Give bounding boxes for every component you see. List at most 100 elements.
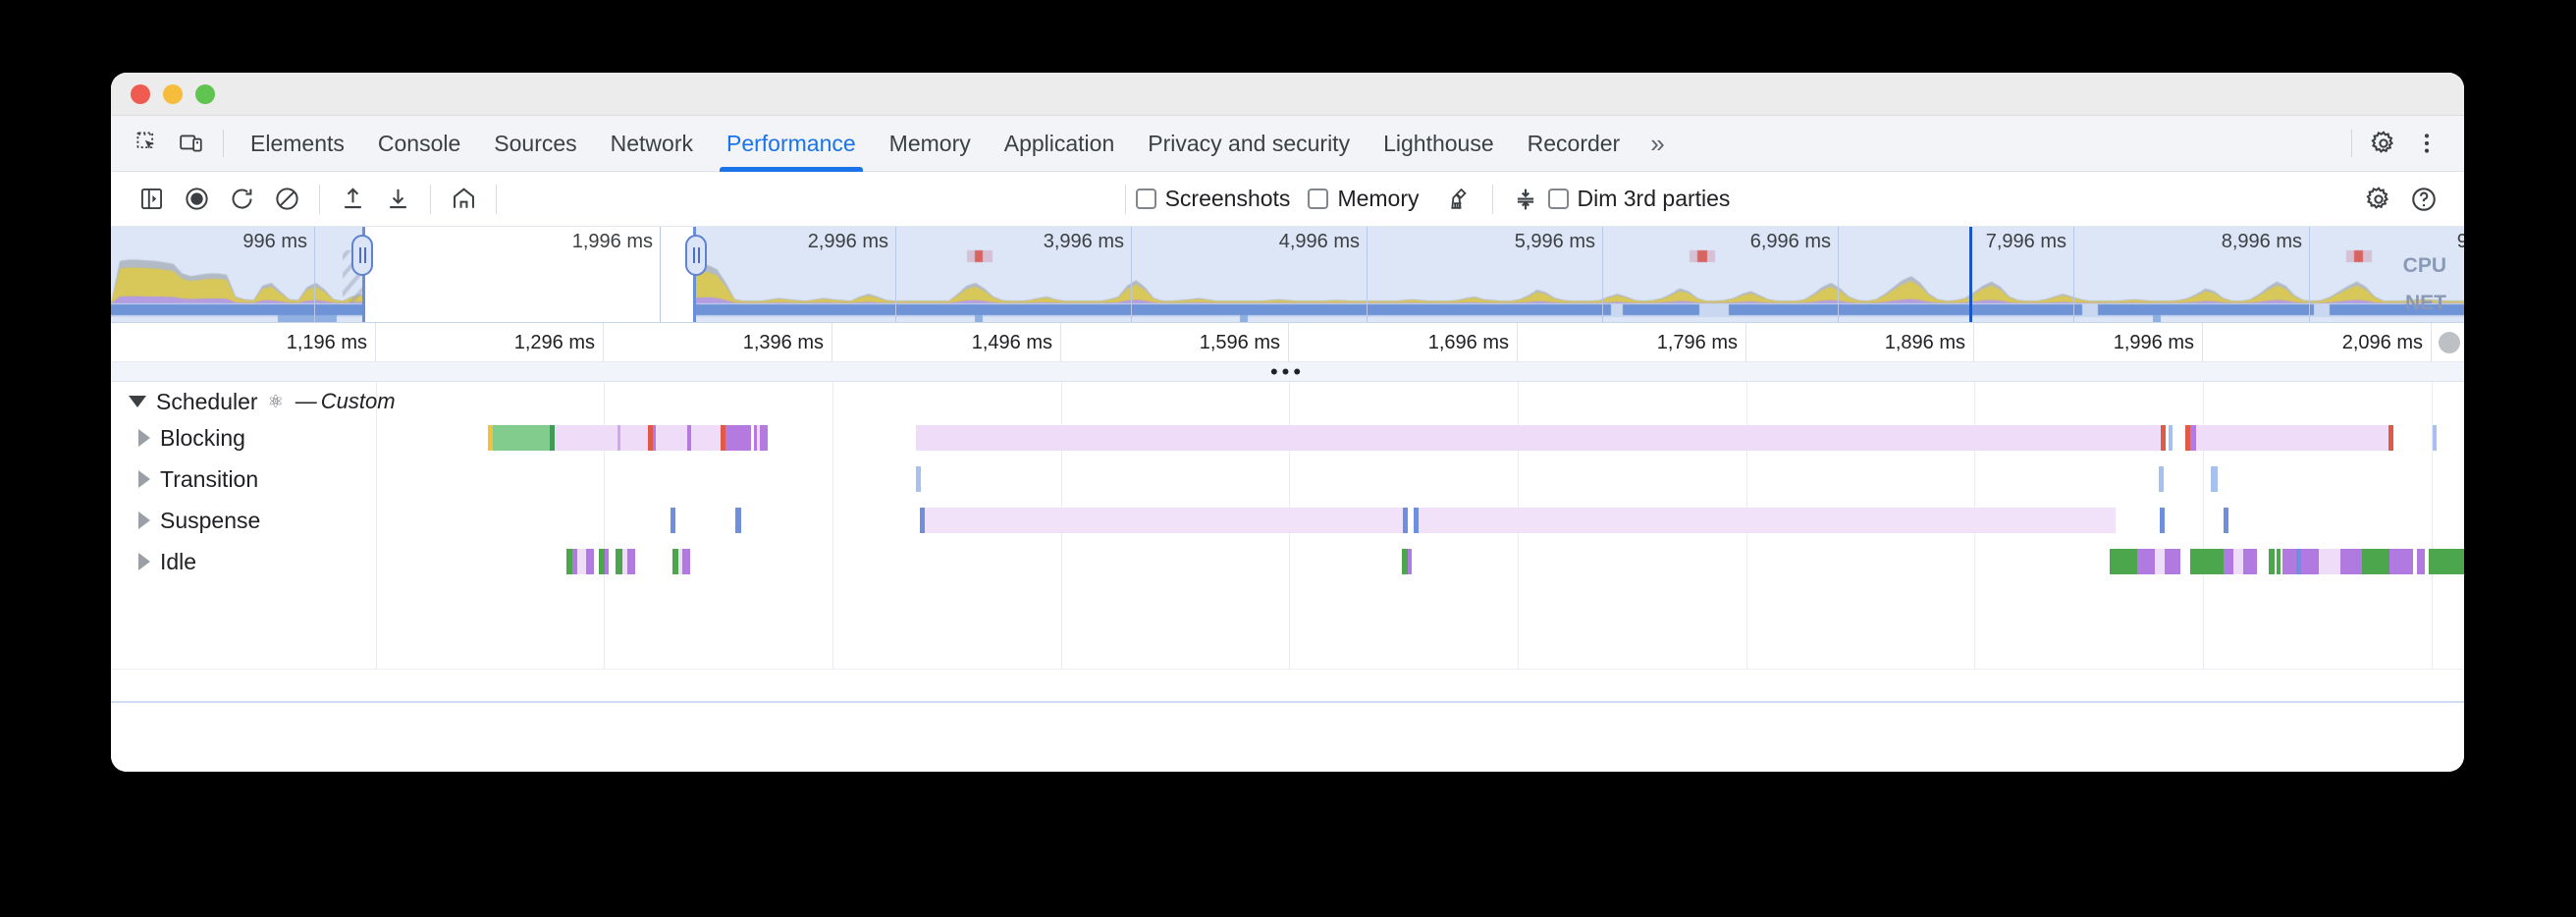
flame-chart-event[interactable] [2388, 425, 2393, 451]
detail-time-ruler[interactable]: 2,2,096 ms1,996 ms1,896 ms1,796 ms1,696 … [111, 323, 2464, 362]
save-profile-icon[interactable] [375, 179, 420, 220]
memory-checkbox[interactable]: Memory [1308, 186, 1420, 212]
flame-chart-event[interactable] [754, 425, 757, 451]
help-icon[interactable] [2401, 179, 2446, 220]
track-row-blocking-label[interactable]: Blocking [111, 418, 245, 458]
flame-chart-event[interactable] [1402, 549, 1408, 574]
flame-chart-event[interactable] [2433, 425, 2437, 451]
window-close-button[interactable] [131, 83, 150, 104]
flame-chart-event[interactable] [627, 549, 635, 574]
overview-window-right-handle[interactable] [685, 235, 707, 276]
device-toolbar-icon[interactable] [170, 124, 213, 163]
flame-chart-event[interactable] [2196, 425, 2388, 451]
tab-elements[interactable]: Elements [250, 130, 345, 156]
flame-chart-event[interactable] [2190, 549, 2224, 574]
flame-chart-event[interactable] [656, 425, 687, 451]
chevron-down-icon[interactable] [129, 396, 146, 407]
settings-gear-icon[interactable] [2362, 124, 2405, 163]
chevron-right-icon[interactable] [138, 429, 150, 447]
overview-selection-window[interactable] [362, 227, 696, 322]
flame-chart-event[interactable] [586, 549, 594, 574]
flame-chart-event[interactable] [2110, 549, 2137, 574]
flame-chart-event[interactable] [616, 549, 622, 574]
tab-recorder[interactable]: Recorder [1527, 130, 1621, 156]
flame-chart-event[interactable] [2211, 466, 2218, 492]
overview-window-left-handle[interactable] [351, 235, 373, 276]
tab-sources[interactable]: Sources [494, 130, 577, 156]
flame-chart-event[interactable] [682, 549, 690, 574]
flame-chart-event[interactable] [2224, 508, 2228, 533]
flame-chart-event[interactable] [671, 508, 675, 533]
capture-settings-gear-icon[interactable] [2356, 179, 2401, 220]
flame-chart-event[interactable] [2224, 549, 2233, 574]
flame-chart-event[interactable] [920, 508, 925, 533]
flame-chart-event[interactable] [648, 425, 653, 451]
track-row-transition[interactable]: Transition [111, 459, 2464, 499]
flame-chart-event[interactable] [2319, 549, 2340, 574]
memory-checkbox-box[interactable] [1308, 189, 1329, 209]
track-group-scheduler[interactable]: Scheduler ⚛ — Custom [111, 382, 2464, 421]
flame-chart-event[interactable] [672, 549, 678, 574]
flame-chart-event[interactable] [760, 425, 768, 451]
flame-chart-event[interactable] [2160, 508, 2165, 533]
flame-chart-event[interactable] [2282, 549, 2296, 574]
window-zoom-button[interactable] [195, 83, 215, 104]
flame-chart-event[interactable] [2161, 425, 2166, 451]
flame-chart-event[interactable] [493, 425, 550, 451]
clear-recording-icon[interactable] [264, 179, 309, 220]
flame-chart-event[interactable] [687, 425, 691, 451]
flame-chart-event[interactable] [572, 549, 577, 574]
flame-chart-event[interactable] [2417, 549, 2425, 574]
flame-chart-event[interactable] [2269, 549, 2275, 574]
screenshots-checkbox-box[interactable] [1135, 189, 1156, 209]
inspect-element-icon[interactable] [127, 124, 170, 163]
track-group-scheduler-label[interactable]: Scheduler ⚛ — Custom [111, 382, 396, 421]
flame-chart-event[interactable] [2301, 549, 2319, 574]
flame-chart-event[interactable] [916, 466, 921, 492]
flame-chart-event[interactable] [577, 549, 586, 574]
track-row-suspense[interactable]: Suspense [111, 501, 2464, 540]
flame-chart-event[interactable] [678, 549, 682, 574]
flame-chart-event[interactable] [2137, 549, 2155, 574]
pane-resize-handle[interactable]: ••• [111, 360, 2464, 382]
tab-lighthouse[interactable]: Lighthouse [1383, 130, 1494, 156]
screenshots-checkbox[interactable]: Screenshots [1135, 186, 1290, 212]
flame-chart-event[interactable] [1419, 508, 2116, 533]
track-row-transition-label[interactable]: Transition [111, 459, 258, 499]
record-icon[interactable] [174, 179, 219, 220]
timeline-scroll-thumb[interactable] [2439, 332, 2460, 353]
flame-chart-event[interactable] [1403, 508, 1408, 533]
tab-application[interactable]: Application [1003, 130, 1115, 156]
flame-chart-event[interactable] [622, 549, 627, 574]
flame-chart-event[interactable] [757, 425, 760, 451]
flame-chart-event[interactable] [1414, 508, 1419, 533]
flame-chart-event[interactable] [721, 425, 725, 451]
tab-network[interactable]: Network [610, 130, 693, 156]
dim-3rd-parties-checkbox[interactable]: Dim 3rd parties [1547, 186, 1730, 212]
flame-chart-event[interactable] [2165, 549, 2180, 574]
show-sidebar-icon[interactable] [129, 179, 174, 220]
flame-chart-event[interactable] [2159, 466, 2164, 492]
flame-chart-event[interactable] [725, 425, 729, 451]
home-icon[interactable] [441, 179, 486, 220]
reload-and-record-icon[interactable] [219, 179, 264, 220]
flame-chart-event[interactable] [729, 425, 751, 451]
track-row-blocking[interactable]: Blocking [111, 418, 2464, 458]
load-profile-icon[interactable] [330, 179, 375, 220]
flame-chart-event[interactable] [2296, 549, 2301, 574]
flame-chart-event[interactable] [691, 425, 721, 451]
chevron-right-icon[interactable] [138, 553, 150, 570]
flame-chart-event[interactable] [555, 425, 617, 451]
flame-chart-event[interactable] [2185, 425, 2190, 451]
flame-chart-event[interactable] [2362, 549, 2389, 574]
flame-chart-event[interactable] [916, 425, 2161, 451]
flame-chart-event[interactable] [2429, 549, 2464, 574]
chevron-right-icon[interactable] [138, 470, 150, 488]
flame-chart-event[interactable] [617, 425, 620, 451]
tab-memory[interactable]: Memory [888, 130, 971, 156]
track-row-suspense-label[interactable]: Suspense [111, 501, 260, 540]
capture-settings-icon[interactable] [1503, 179, 1548, 220]
flame-chart-event[interactable] [2233, 549, 2243, 574]
flame-chart-event[interactable] [925, 508, 1403, 533]
